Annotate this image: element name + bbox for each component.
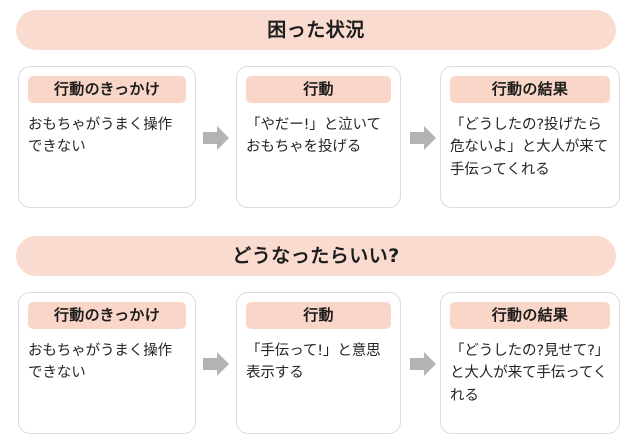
arrow-right-icon	[203, 352, 229, 376]
card-antecedent: 行動のきっかけ おもちゃがうまく操作できない	[18, 66, 196, 208]
arrow-right-icon	[410, 126, 436, 150]
card-row: 行動のきっかけ おもちゃがうまく操作できない 行動 「手伝って!」と意思表示する	[0, 292, 630, 434]
card-body-text: 「どうしたの?見せて?」と大人が来て手伝ってくれる	[450, 343, 610, 404]
card-chip-antecedent: 行動のきっかけ	[28, 302, 186, 329]
card-row: 行動のきっかけ おもちゃがうまく操作できない 行動 「やだー!」と泣いておもちゃ…	[0, 66, 630, 208]
card-chip-behavior: 行動	[246, 76, 391, 103]
section-header-title: どうなったらいい?	[232, 244, 400, 267]
card-chip-label: 行動の結果	[491, 306, 569, 324]
card-body-text: 「どうしたの?投げたら危ないよ」と大人が来て手伝ってくれる	[450, 117, 609, 178]
card-chip-antecedent: 行動のきっかけ	[28, 76, 186, 103]
card-chip-consequence: 行動の結果	[450, 76, 610, 103]
card-chip-label: 行動のきっかけ	[53, 80, 161, 98]
section-header-bar: 困った状況	[16, 10, 616, 50]
card-antecedent: 行動のきっかけ おもちゃがうまく操作できない	[18, 292, 196, 434]
card-chip-label: 行動のきっかけ	[53, 306, 161, 324]
card-chip-label: 行動	[303, 80, 334, 98]
card-body-text: 「やだー!」と泣いておもちゃを投げる	[246, 117, 381, 156]
card-chip-label: 行動の結果	[491, 80, 569, 98]
card-consequence: 行動の結果 「どうしたの?見せて?」と大人が来て手伝ってくれる	[440, 292, 620, 434]
card-body-text: おもちゃがうまく操作できない	[28, 343, 172, 382]
arrow-right-icon	[203, 126, 229, 150]
card-chip-label: 行動	[303, 306, 334, 324]
card-body-text: おもちゃがうまく操作できない	[28, 117, 172, 156]
card-body-text: 「手伝って!」と意思表示する	[246, 343, 381, 382]
card-chip-consequence: 行動の結果	[450, 302, 610, 329]
card-consequence: 行動の結果 「どうしたの?投げたら危ないよ」と大人が来て手伝ってくれる	[440, 66, 620, 208]
section-header-bar: どうなったらいい?	[16, 236, 616, 276]
section-header-title: 困った状況	[267, 18, 365, 41]
card-behavior: 行動 「やだー!」と泣いておもちゃを投げる	[236, 66, 401, 208]
arrow-right-icon	[410, 352, 436, 376]
card-chip-behavior: 行動	[246, 302, 391, 329]
card-behavior: 行動 「手伝って!」と意思表示する	[236, 292, 401, 434]
